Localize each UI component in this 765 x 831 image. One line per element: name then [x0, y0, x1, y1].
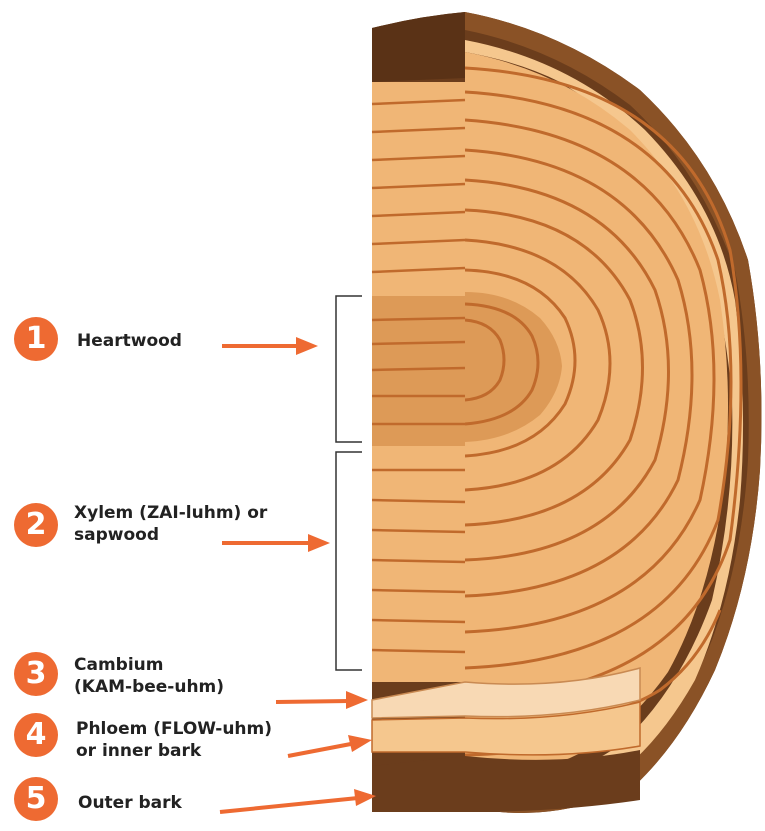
arrow-icon — [348, 735, 372, 752]
label-line: Outer bark — [78, 792, 182, 814]
number-badge-2: 2 — [14, 503, 58, 547]
arrow-icon — [346, 691, 368, 709]
bark-side-top — [372, 12, 465, 82]
label-line: Cambium — [74, 654, 224, 676]
number-badge-4: 4 — [14, 713, 58, 757]
label-line: Phloem (FLOW-uhm) — [76, 718, 272, 740]
arrow-icon — [220, 798, 358, 812]
label-xylem: Xylem (ZAI-luhm) or sapwood — [74, 502, 267, 546]
number-badge-1: 1 — [14, 317, 58, 361]
label-outer-bark: Outer bark — [78, 792, 182, 814]
bracket-heartwood — [336, 296, 362, 442]
arrow-icon — [296, 337, 318, 355]
number-badge-5: 5 — [14, 777, 58, 821]
arrow-icon — [308, 534, 330, 552]
number-badge-3: 3 — [14, 652, 58, 696]
arrow-icon — [288, 743, 356, 756]
bracket-sapwood — [336, 452, 362, 670]
arrow-icon — [276, 701, 350, 702]
label-cambium: Cambium (KAM-bee-uhm) — [74, 654, 224, 698]
label-line: Heartwood — [77, 330, 182, 352]
label-phloem: Phloem (FLOW-uhm) or inner bark — [76, 718, 272, 762]
label-line: Xylem (ZAI-luhm) or — [74, 502, 267, 524]
label-line: (KAM-bee-uhm) — [74, 676, 224, 698]
label-heartwood: Heartwood — [77, 330, 182, 352]
label-line: sapwood — [74, 524, 267, 546]
label-line: or inner bark — [76, 740, 272, 762]
